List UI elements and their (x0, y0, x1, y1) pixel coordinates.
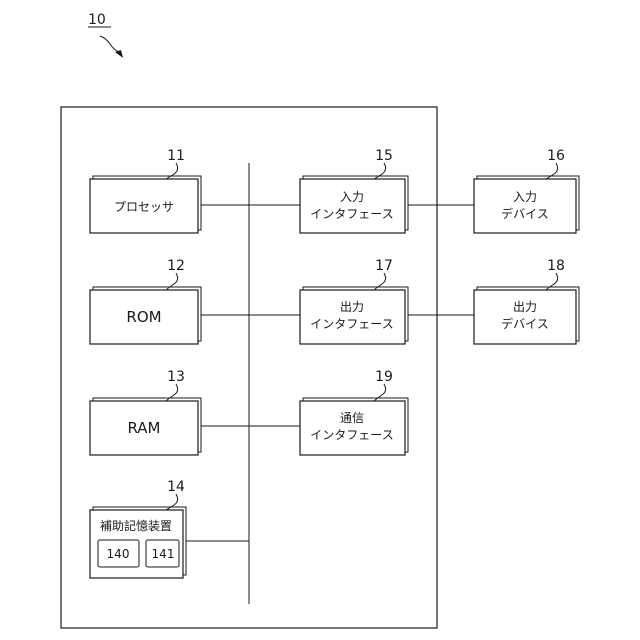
output-device-label-line2: デバイス (501, 316, 549, 331)
storage-ref: 14 (167, 479, 185, 495)
output-device-ref: 18 (547, 258, 565, 274)
figure-ref-arrowhead (115, 50, 123, 58)
comm-interface-label-line2: インタフェース (310, 428, 393, 442)
figure-ref-leader (100, 36, 119, 52)
rom-block: ROM (90, 287, 201, 344)
comm-interface-ref: 19 (375, 369, 393, 385)
ram-ref: 13 (167, 369, 185, 385)
storage-block: 補助記憶装置 140 141 (90, 507, 187, 578)
figure-ref: 10 (88, 12, 106, 28)
input-interface-block: 入力 インタフェース (300, 176, 408, 233)
storage-item-140: 140 (107, 547, 130, 561)
input-device-label-line2: デバイス (501, 206, 549, 221)
input-interface-label-line1: 入力 (340, 190, 364, 204)
processor-block: プロセッサ (90, 176, 201, 233)
input-interface-ref: 15 (375, 148, 393, 164)
rom-label: ROM (126, 308, 161, 326)
processor-label: プロセッサ (114, 200, 174, 214)
ram-label: RAM (127, 419, 160, 437)
comm-interface-block: 通信 インタフェース (300, 398, 408, 455)
input-device-ref: 16 (547, 148, 565, 164)
input-device-label-line1: 入力 (513, 190, 537, 204)
output-device-block: 出力 デバイス (474, 287, 579, 344)
output-interface-block: 出力 インタフェース (300, 287, 408, 344)
output-interface-label-line2: インタフェース (310, 317, 393, 331)
input-interface-label-line2: インタフェース (310, 207, 393, 221)
processor-ref: 11 (167, 148, 185, 164)
storage-item-141: 141 (152, 547, 175, 561)
output-device-label-line1: 出力 (513, 300, 537, 314)
ram-block: RAM (90, 398, 201, 455)
rom-ref: 12 (167, 258, 185, 274)
input-device-block: 入力 デバイス (474, 176, 579, 233)
storage-label: 補助記憶装置 (100, 518, 172, 533)
comm-interface-label-line1: 通信 (340, 411, 364, 425)
output-interface-ref: 17 (375, 258, 393, 274)
output-interface-label-line1: 出力 (340, 300, 364, 314)
